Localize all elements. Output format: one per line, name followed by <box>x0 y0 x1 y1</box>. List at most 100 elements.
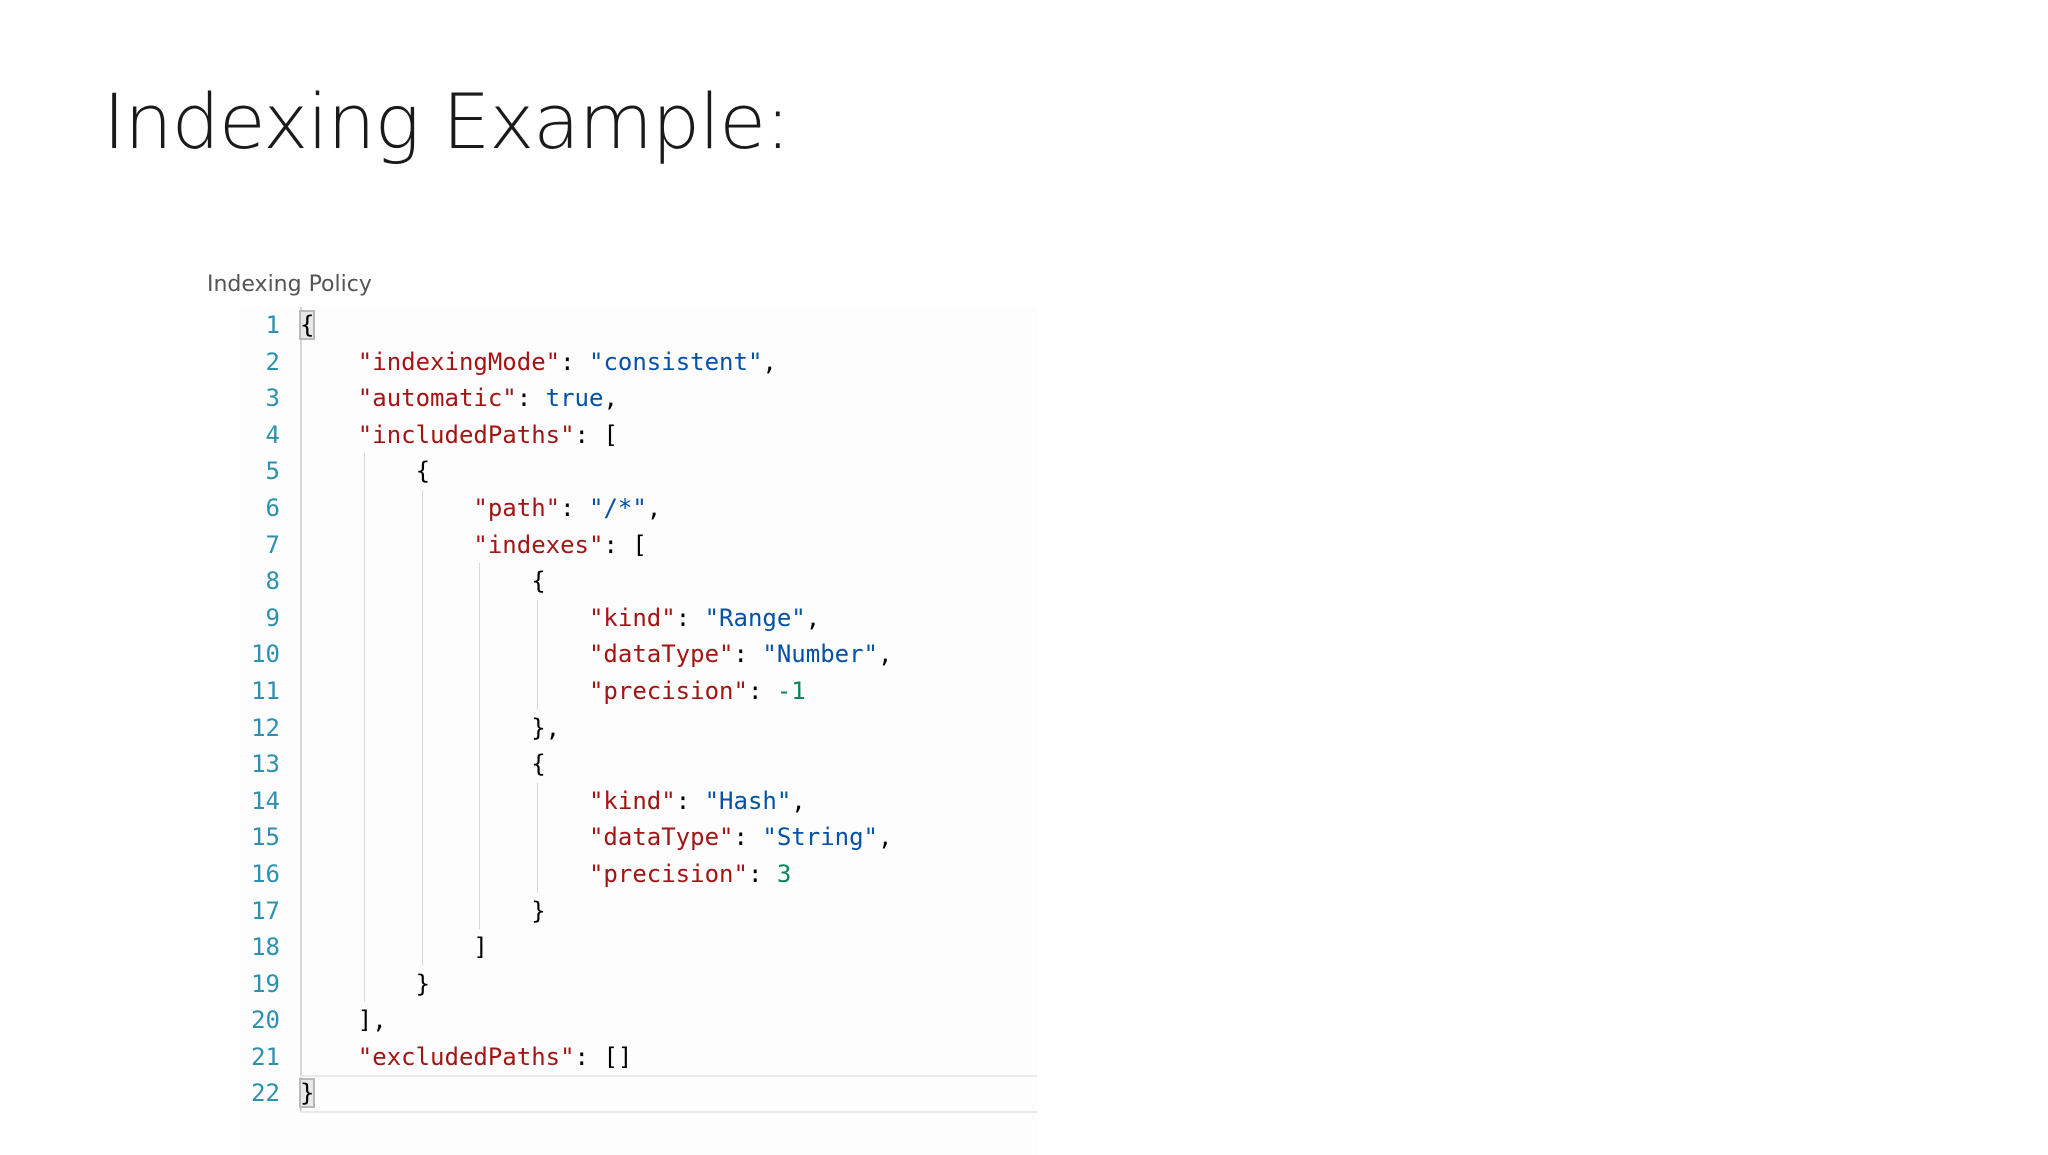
json-string: "consistent" <box>589 347 763 376</box>
line-text: { <box>300 746 546 783</box>
line-text: { <box>300 563 546 600</box>
line-text: "automatic": true, <box>300 380 618 417</box>
code-token: : [ <box>574 420 618 449</box>
line-number: 9 <box>265 603 280 632</box>
line-text: { <box>298 307 316 344</box>
code-token <box>300 1043 358 1071</box>
line-number: 7 <box>265 530 280 559</box>
indent-guide <box>537 782 539 893</box>
code-token: , <box>791 786 806 815</box>
code-token: , <box>877 823 893 852</box>
code-token <box>300 787 589 815</box>
indent-guide <box>421 490 423 966</box>
code-token <box>300 640 589 668</box>
line-number: 1 <box>265 311 280 339</box>
code-token: : <box>747 859 777 888</box>
json-string: "String" <box>762 823 878 852</box>
code-token: , <box>805 603 821 632</box>
line-number: 6 <box>265 493 280 522</box>
line-number: 5 <box>265 457 280 486</box>
json-key: "precision" <box>588 676 748 705</box>
code-token: : <box>733 640 763 669</box>
line-text: { <box>300 453 430 490</box>
line-text: } <box>298 1075 316 1112</box>
json-string: "Hash" <box>704 786 792 815</box>
line-number: 22 <box>251 1079 280 1108</box>
line-number: 17 <box>251 896 280 925</box>
gutter-divider <box>300 307 302 1113</box>
line-text: "indexes": [ <box>300 527 646 564</box>
code-token: ] <box>300 933 488 962</box>
json-string: "Number" <box>762 640 878 669</box>
line-number: 15 <box>251 823 280 852</box>
line-text: ], <box>300 1002 387 1039</box>
code-token <box>300 384 358 412</box>
code-token: : <box>560 347 589 376</box>
code-token <box>300 531 473 559</box>
code-token: , <box>646 493 662 522</box>
code-token: : <box>560 493 589 522</box>
indent-guide <box>479 563 481 930</box>
code-token <box>300 421 358 449</box>
json-key: "dataType" <box>588 640 734 669</box>
line-number: 4 <box>265 420 280 449</box>
line-number: 3 <box>265 384 280 413</box>
code-token: , <box>877 640 893 669</box>
line-text: "dataType": "String", <box>300 819 892 856</box>
indent-guide <box>537 599 539 710</box>
code-token: } <box>300 969 431 998</box>
code-token: { <box>300 750 546 779</box>
code-token: { <box>300 567 546 596</box>
line-text: "precision": 3 <box>300 856 791 893</box>
line-number: 14 <box>251 786 280 815</box>
code-token: , <box>603 384 618 413</box>
line-text: }, <box>300 710 560 747</box>
json-key: "dataType" <box>588 823 734 852</box>
line-text: } <box>300 893 546 930</box>
line-number: 18 <box>251 933 280 962</box>
code-token: }, <box>300 713 561 742</box>
code-token <box>300 604 589 632</box>
code-token: : <box>747 676 777 705</box>
line-text: "kind": "Range", <box>300 600 820 637</box>
line-text: "precision": -1 <box>300 673 806 710</box>
code-token <box>300 494 473 522</box>
code-token: : <box>675 786 705 815</box>
matched-brace: } <box>298 1078 316 1109</box>
json-key: "precision" <box>588 859 748 888</box>
json-key: "indexes" <box>473 530 604 559</box>
code-token <box>300 860 589 888</box>
json-boolean: true <box>545 384 604 413</box>
line-text: "dataType": "Number", <box>300 636 892 673</box>
code-editor[interactable]: 1{2 "indexingMode": "consistent",3 "auto… <box>240 307 1037 1155</box>
line-number: 21 <box>251 1042 280 1071</box>
json-number: 3 <box>776 859 792 888</box>
code-token <box>300 348 358 376</box>
json-key: "kind" <box>588 603 676 632</box>
line-text: "kind": "Hash", <box>300 783 806 820</box>
matched-brace: { <box>298 310 316 340</box>
line-text: "path": "/*", <box>300 490 661 527</box>
code-token: : <box>733 823 763 852</box>
json-key: "indexingMode" <box>357 347 561 376</box>
line-number: 16 <box>251 859 280 888</box>
json-string: "/*" <box>589 493 647 522</box>
line-text: "excludedPaths": [] <box>300 1039 633 1076</box>
json-string: "Range" <box>704 603 806 632</box>
json-key: "includedPaths" <box>357 420 575 449</box>
code-token: : <box>516 384 546 413</box>
line-text: "indexingMode": "consistent", <box>300 344 777 381</box>
indent-guide <box>363 453 365 1003</box>
code-token: } <box>300 896 546 925</box>
json-key: "kind" <box>588 786 676 815</box>
code-token <box>300 677 589 705</box>
json-key: "excludedPaths" <box>357 1042 575 1071</box>
code-token: ], <box>300 1006 387 1035</box>
line-text: } <box>300 966 430 1003</box>
line-number: 12 <box>251 713 280 742</box>
editor-label: Indexing Policy <box>207 272 372 297</box>
code-token: : <box>675 603 705 632</box>
line-number: 19 <box>251 969 280 998</box>
json-key: "automatic" <box>357 384 517 413</box>
line-number: 13 <box>251 750 280 779</box>
